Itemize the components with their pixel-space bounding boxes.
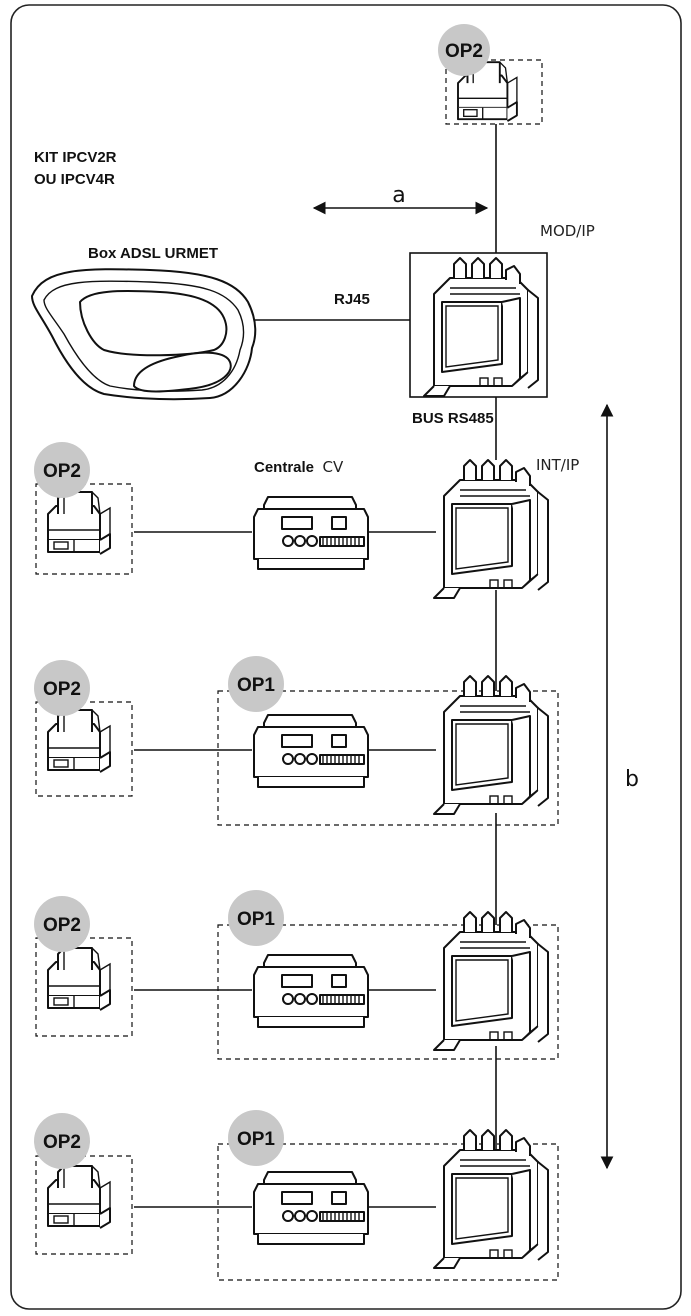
kit-label-line1: KIT IPCV2R	[34, 149, 117, 166]
relay-icon-row3	[47, 947, 111, 1011]
distance-label-b: b	[625, 767, 639, 792]
op1-row3: OP1	[217, 890, 559, 1060]
int-ip-label: INT/IP	[536, 456, 579, 474]
rj45-label: RJ45	[334, 291, 370, 308]
psu-icon-row2	[253, 714, 369, 788]
row-3: OP2 OP1	[34, 890, 559, 1060]
psu-icon-row3	[253, 954, 369, 1028]
op1-badge-row3: OP1	[237, 909, 275, 930]
module-icon-row1	[433, 459, 549, 599]
relay-icon-row1	[47, 491, 111, 555]
op1-row2: OP1	[217, 656, 559, 826]
bus-label: BUS RS485	[412, 410, 494, 427]
op2-badge-row2: OP2	[43, 679, 81, 700]
centrale-label-plain: CV	[322, 458, 343, 476]
relay-icon-row2	[47, 709, 111, 773]
op1-badge-row4: OP1	[237, 1129, 275, 1150]
op2-badge-row3: OP2	[43, 915, 81, 936]
adsl-router-icon	[31, 268, 257, 401]
relay-icon-row4	[47, 1165, 111, 1229]
row-4: OP2 OP1	[34, 1110, 559, 1281]
module-icon-row4	[433, 1129, 549, 1269]
psu-icon-row1	[253, 496, 369, 570]
op2-row4: OP2	[34, 1113, 133, 1255]
op1-badge-row2: OP1	[237, 675, 275, 696]
row-2: OP2 OP1	[34, 656, 559, 826]
op2-row3: OP2	[34, 896, 133, 1037]
distance-label-a: a	[392, 183, 405, 208]
mod-ip-label: MOD/IP	[540, 222, 595, 240]
kit-label-line2: OU IPCV4R	[34, 171, 115, 188]
centrale-label-bold: Centrale	[254, 459, 314, 476]
row-1: OP2	[34, 442, 549, 599]
op2-row1: OP2	[34, 442, 133, 575]
centrale-label: Centrale CV	[254, 458, 344, 476]
op2-top: OP2	[438, 24, 543, 125]
box-adsl-label: Box ADSL URMET	[88, 245, 218, 262]
horizontal-wiring	[134, 319, 436, 1208]
op2-badge-row1: OP2	[43, 461, 81, 482]
module-icon-row2	[433, 675, 549, 815]
psu-icon-row4	[253, 1171, 369, 1245]
op2-row2: OP2	[34, 660, 133, 797]
mod-ip-module-icon	[423, 257, 539, 397]
module-icon-row3	[433, 911, 549, 1051]
op1-row4: OP1	[217, 1110, 559, 1281]
op2-badge-row4: OP2	[43, 1132, 81, 1153]
mod-ip-frame	[409, 252, 548, 398]
outer-frame	[10, 4, 682, 1310]
op2-badge-top: OP2	[445, 41, 483, 62]
